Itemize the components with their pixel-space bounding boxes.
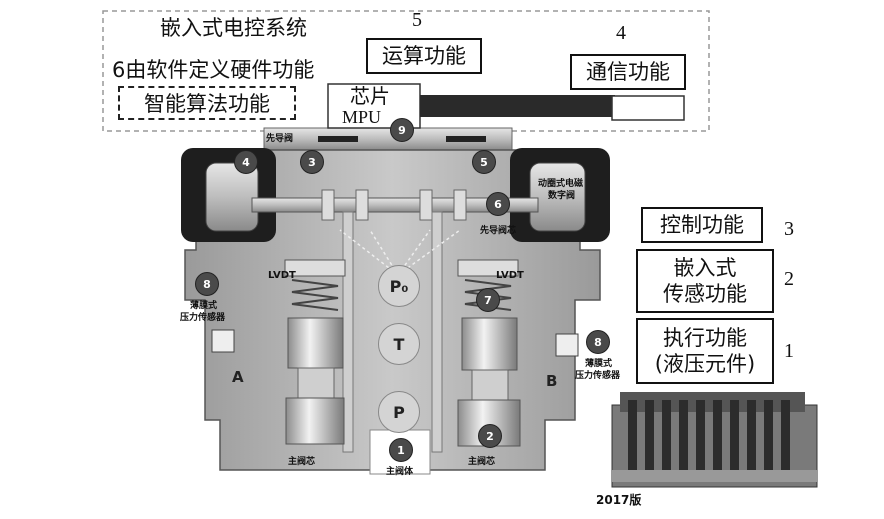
main-spool-left-label: 主阀芯 <box>288 457 316 467</box>
comm-function-box: 通信功能 <box>570 54 686 90</box>
lvdt-right-label: LVDT <box>496 270 524 281</box>
execution-function-line2: (液压元件) <box>654 352 756 376</box>
badge-9: 9 <box>390 118 414 142</box>
left-main-spool-upper <box>287 317 344 369</box>
compute-function-label: 运算功能 <box>382 43 466 68</box>
port-p0: P₀ <box>378 265 420 307</box>
right-pressure-sensor <box>555 333 579 357</box>
right-coil <box>529 162 586 232</box>
intelligent-algorithm-box: 智能算法功能 <box>118 86 296 120</box>
membrane-right-line2: 压力传感器 <box>575 371 621 381</box>
sensing-function-line2: 传感功能 <box>663 282 747 306</box>
compute-function-number: 5 <box>412 9 422 31</box>
left-coil <box>205 162 259 232</box>
main-spool-right-label: 主阀芯 <box>468 457 496 467</box>
intelligent-algorithm-label: 智能算法功能 <box>144 92 270 116</box>
lvdt-left-label: LVDT <box>268 270 296 281</box>
mpu-label: MPU <box>342 107 382 127</box>
embedded-control-system-title: 嵌入式电控系统 <box>160 16 307 40</box>
right-main-spool-upper <box>461 317 518 371</box>
pilot-spool-label: 先导阀芯 <box>480 226 517 236</box>
badge-6: 6 <box>486 192 510 216</box>
control-function-number: 3 <box>784 218 794 240</box>
badge-4: 4 <box>234 150 258 174</box>
badge-7: 7 <box>476 288 500 312</box>
valve-bank-photo <box>611 392 818 488</box>
tube-right <box>431 211 443 453</box>
sensing-function-number: 2 <box>784 268 794 290</box>
execution-function-number: 1 <box>784 340 794 362</box>
execution-function-box: 执行功能 (液压元件) <box>636 318 774 384</box>
compute-function-box: 运算功能 <box>366 38 482 74</box>
moving-coil-valve-line2: 数字阀 <box>548 191 576 201</box>
chip-cylinder <box>611 95 685 121</box>
left-main-spool-lower <box>285 397 345 445</box>
membrane-left-line1: 薄膜式 <box>190 301 218 311</box>
membrane-right-line1: 薄膜式 <box>585 359 613 369</box>
badge-1: 1 <box>389 438 413 462</box>
port-a-label: A <box>232 368 244 386</box>
sensing-function-line1: 嵌入式 <box>673 255 737 280</box>
port-t: T <box>378 323 420 365</box>
photo-caption: 2017版 <box>596 493 642 507</box>
left-spring <box>291 279 339 311</box>
control-function-box: 控制功能 <box>641 207 763 243</box>
pilot-valve-label: 先导阀 <box>266 134 294 144</box>
main-body-label: 主阀体 <box>386 467 414 477</box>
badge-8-left: 8 <box>195 272 219 296</box>
port-b-label: B <box>546 372 558 390</box>
moving-coil-valve-line1: 动圈式电磁 <box>538 179 584 189</box>
badge-3: 3 <box>300 150 324 174</box>
chip-label: 芯片 <box>350 84 390 108</box>
chip-arm <box>420 95 615 117</box>
badge-5: 5 <box>472 150 496 174</box>
execution-function-line1: 执行功能 <box>663 325 747 350</box>
badge-8-right: 8 <box>586 330 610 354</box>
control-function-label: 控制功能 <box>660 212 744 237</box>
left-pressure-sensor <box>211 329 235 353</box>
port-p: P <box>378 391 420 433</box>
sensing-function-box: 嵌入式 传感功能 <box>636 249 774 313</box>
software-defined-label: 6由软件定义硬件功能 <box>112 58 315 82</box>
comm-function-number: 4 <box>616 22 626 44</box>
badge-2: 2 <box>478 424 502 448</box>
comm-function-label: 通信功能 <box>586 59 670 84</box>
membrane-left-line2: 压力传感器 <box>180 313 226 323</box>
